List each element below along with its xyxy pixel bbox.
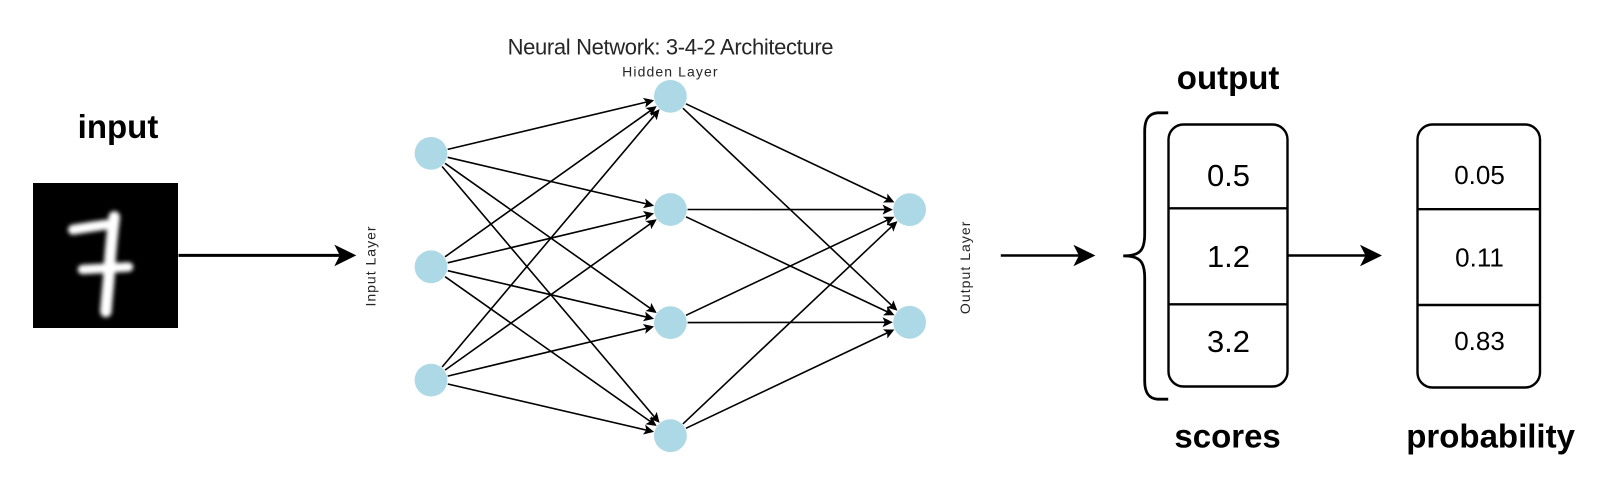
svg-text:probability: probability bbox=[1406, 417, 1575, 454]
svg-text:3.2: 3.2 bbox=[1207, 324, 1250, 359]
svg-text:1.2: 1.2 bbox=[1207, 239, 1250, 274]
svg-text:output: output bbox=[1177, 59, 1280, 96]
svg-text:Input Layer: Input Layer bbox=[363, 225, 379, 306]
svg-text:Neural Network: 3-4-2 Architec: Neural Network: 3-4-2 Architecture bbox=[508, 35, 834, 60]
svg-text:0.83: 0.83 bbox=[1454, 326, 1505, 356]
svg-text:input: input bbox=[78, 108, 159, 145]
svg-text:Output Layer: Output Layer bbox=[957, 221, 973, 315]
svg-text:Hidden Layer: Hidden Layer bbox=[622, 64, 718, 80]
svg-text:0.5: 0.5 bbox=[1207, 158, 1250, 193]
svg-text:0.11: 0.11 bbox=[1455, 242, 1504, 272]
svg-text:scores: scores bbox=[1174, 417, 1280, 454]
svg-text:0.05: 0.05 bbox=[1454, 160, 1505, 190]
